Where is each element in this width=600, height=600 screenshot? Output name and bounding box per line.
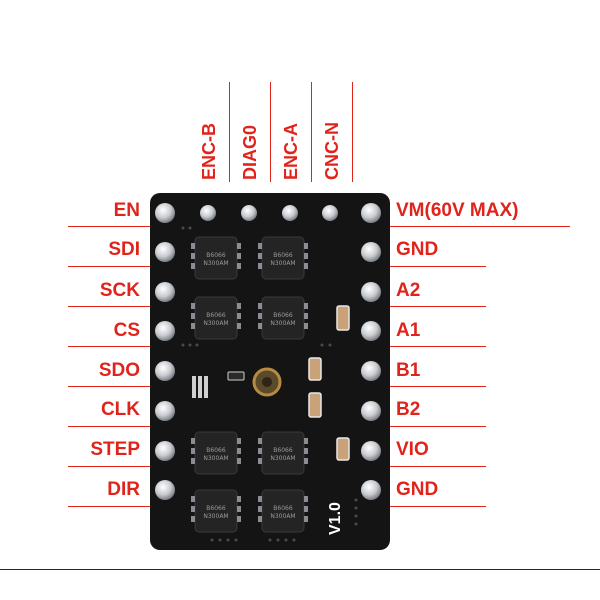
- pin-pad: [200, 205, 216, 221]
- pin-pad: [155, 401, 175, 421]
- left-leader-line: [68, 306, 154, 307]
- right-pin-label-a2: A2: [396, 280, 421, 301]
- pin-pad: [155, 480, 175, 500]
- capacitor: [336, 437, 350, 461]
- version-label: V1.0: [327, 502, 344, 535]
- right-leader-line: [386, 346, 486, 347]
- capacitor: [336, 305, 350, 331]
- right-pin-label-gnd2: GND: [396, 479, 439, 500]
- top-pin-row: [155, 203, 381, 223]
- pin-pad: [361, 401, 381, 421]
- right-leader-line: [386, 426, 486, 427]
- left-pin-label-step: STEP: [90, 439, 140, 460]
- pin-pad: [361, 282, 381, 302]
- left-leader-line: [68, 506, 154, 507]
- chip: B6066 N300AM: [191, 489, 241, 533]
- pin-pad: [361, 321, 381, 341]
- chip-marking: B6066: [206, 505, 226, 512]
- left-pin-label-sck: SCK: [99, 280, 140, 301]
- chip-marking: B6066: [206, 447, 226, 454]
- chip: B6066 N300AM: [258, 431, 308, 475]
- chip: B6066 N300AM: [258, 296, 308, 340]
- right-pin-column: [361, 242, 381, 500]
- left-leader-line: [68, 426, 154, 427]
- chip-marking: N300AM: [203, 455, 228, 462]
- right-leader-line: [386, 506, 486, 507]
- mosfet-chips: B6066 N300AM B6066 N300AM B6066 N300AM B…: [191, 236, 308, 533]
- left-leader-line: [68, 266, 154, 267]
- top-leader-line: [311, 82, 312, 182]
- passive-components: [192, 305, 350, 461]
- chip: B6066 N300AM: [258, 489, 308, 533]
- left-pin-label-sdi: SDI: [108, 239, 140, 260]
- chip: B6066 N300AM: [191, 431, 241, 475]
- chip-marking: N300AM: [270, 320, 295, 327]
- right-leader-line: [386, 386, 486, 387]
- chip-marking: B6066: [206, 312, 226, 319]
- right-pin-label-vio: VIO: [396, 439, 429, 460]
- capacitor: [308, 357, 322, 381]
- right-leader-line: [386, 306, 486, 307]
- pin-pad: [361, 480, 381, 500]
- resistor: [227, 371, 245, 381]
- left-pin-label-sdo: SDO: [98, 360, 140, 381]
- pin-pad: [155, 321, 175, 341]
- left-pin-label-en: EN: [113, 200, 140, 221]
- chip-marking: B6066: [206, 252, 226, 259]
- chip-marking: N300AM: [203, 320, 228, 327]
- right-pin-label-a1: A1: [396, 320, 421, 341]
- pin-pad: [155, 203, 175, 223]
- top-leader-line: [352, 82, 353, 182]
- left-pin-column: [155, 242, 175, 500]
- capacitor: [308, 392, 322, 418]
- left-pin-label-clk: CLK: [100, 399, 140, 420]
- pin-pad: [155, 361, 175, 381]
- left-leader-line: [68, 386, 154, 387]
- chip-marking: B6066: [273, 447, 293, 454]
- chip: B6066 N300AM: [258, 236, 308, 280]
- top-leader-line: [270, 82, 271, 182]
- chip-marking: B6066: [273, 505, 293, 512]
- pin-pad: [361, 441, 381, 461]
- chip-marking: N300AM: [203, 260, 228, 267]
- chip: B6066 N300AM: [191, 236, 241, 280]
- pin-pad: [282, 205, 298, 221]
- chip-marking: N300AM: [270, 513, 295, 520]
- chip: B6066 N300AM: [191, 296, 241, 340]
- pin-pad: [155, 242, 175, 262]
- chip-marking: B6066: [273, 312, 293, 319]
- pin-pad: [361, 203, 381, 223]
- chip-marking: N300AM: [270, 455, 295, 462]
- left-leader-line: [68, 346, 154, 347]
- right-pin-label-vm: VM(60V MAX): [396, 200, 519, 221]
- pin-pad: [361, 242, 381, 262]
- pin-pad: [155, 282, 175, 302]
- left-leader-line: [68, 466, 154, 467]
- pin-pad: [361, 361, 381, 381]
- chip-marking: B6066: [273, 252, 293, 259]
- bottom-divider: [0, 569, 600, 570]
- left-leader-line: [68, 226, 154, 227]
- pin-pad: [241, 205, 257, 221]
- left-pin-label-cs: CS: [113, 320, 140, 341]
- top-leader-line: [229, 82, 230, 182]
- right-pin-label-b1: B1: [396, 360, 421, 381]
- chip-marking: N300AM: [203, 513, 228, 520]
- right-leader-line: [386, 266, 486, 267]
- right-leader-line: [386, 466, 486, 467]
- right-pin-label-b2: B2: [396, 399, 421, 420]
- left-pin-label-dir: DIR: [107, 479, 140, 500]
- resistor-array: [192, 376, 208, 398]
- pin-pad: [322, 205, 338, 221]
- via-dots: [181, 226, 358, 542]
- right-leader-line: [386, 226, 570, 227]
- chip-marking: N300AM: [270, 260, 295, 267]
- right-pin-label-gnd: GND: [396, 239, 439, 260]
- pin-pad: [155, 441, 175, 461]
